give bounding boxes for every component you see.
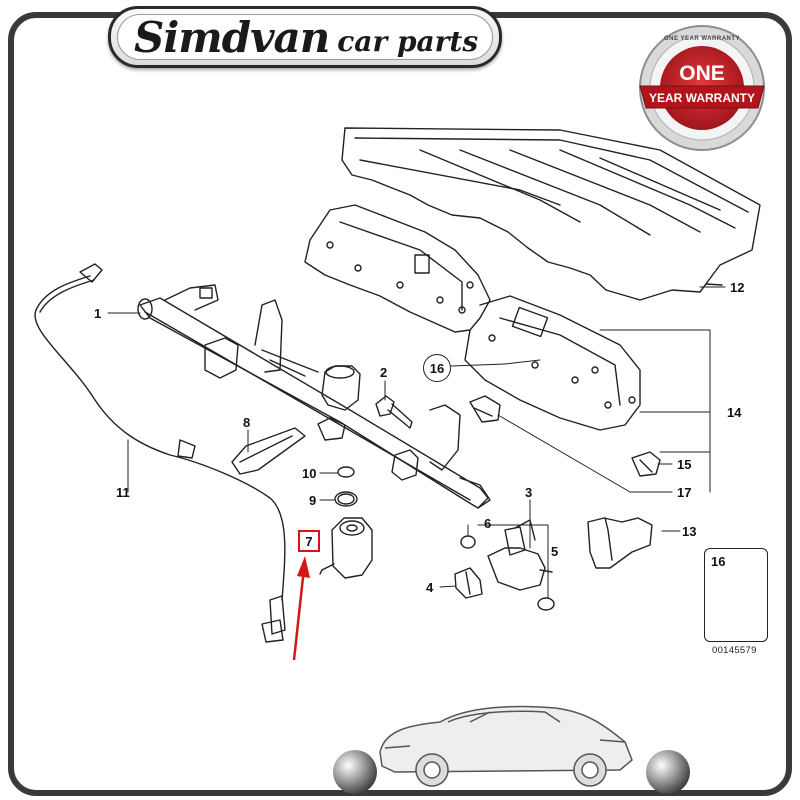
legend-box: 16 [704,548,768,642]
callout-17: 17 [677,485,692,500]
callout-12: 12 [730,280,745,295]
holder-part-17 [469,395,501,423]
brand-name: Simdvan [134,12,330,62]
callout-6: 6 [484,516,492,531]
oring-part-5 [537,597,555,611]
warranty-one-label: ONE [679,62,725,85]
regulator-seat [317,365,361,441]
oring-part-9 [334,491,358,507]
callout-9: 9 [309,493,317,508]
callout-8: 8 [243,415,251,430]
fuel-rail-part-1 [137,284,491,509]
callout-7-highlighted: 7 [298,530,320,552]
callout-2: 2 [380,365,388,380]
callout-11: 11 [116,485,130,500]
callout-4: 4 [426,580,434,595]
ignition-cover-part-14 [304,204,641,431]
callout-10: 10 [302,466,317,481]
clip-part-4 [454,567,483,599]
warranty-year-label: YEAR WARRANTY [648,91,755,105]
callout-16-circled: 16 [423,354,451,382]
decor-sphere-left [333,750,377,794]
highlight-arrow [292,556,310,661]
callout-13: 13 [682,524,697,539]
injector-part-3 [487,519,553,591]
callout-15: 15 [677,457,692,472]
oring-part-6 [460,535,476,549]
warranty-seal-icon [639,25,765,151]
callout-5: 5 [551,544,559,559]
pressure-regulator-part-7 [319,517,373,579]
sensor-lead-part-11 [34,263,286,643]
oring-part-10 [337,466,355,478]
reference-code: 00145579 [712,645,757,656]
warranty-ring-text: ONE YEAR WARRANTY [663,36,741,42]
callout-14: 14 [727,405,742,420]
bolt-part-2 [375,395,413,429]
brand-tagline: car parts [337,24,479,58]
engine-cover-part-12 [341,127,761,301]
callout-3: 3 [525,485,533,500]
car-logo-icon [379,705,633,787]
legend-callout-16: 16 [711,554,726,569]
clip-part-15 [631,451,661,477]
bracket-part-13 [587,517,653,569]
clip-part-8 [231,427,306,475]
brand-badge: Simdvan car parts [108,6,502,68]
image-frame [8,12,792,796]
leader-lines [107,286,726,599]
decor-sphere-right [646,750,690,794]
callout-1: 1 [94,306,102,321]
